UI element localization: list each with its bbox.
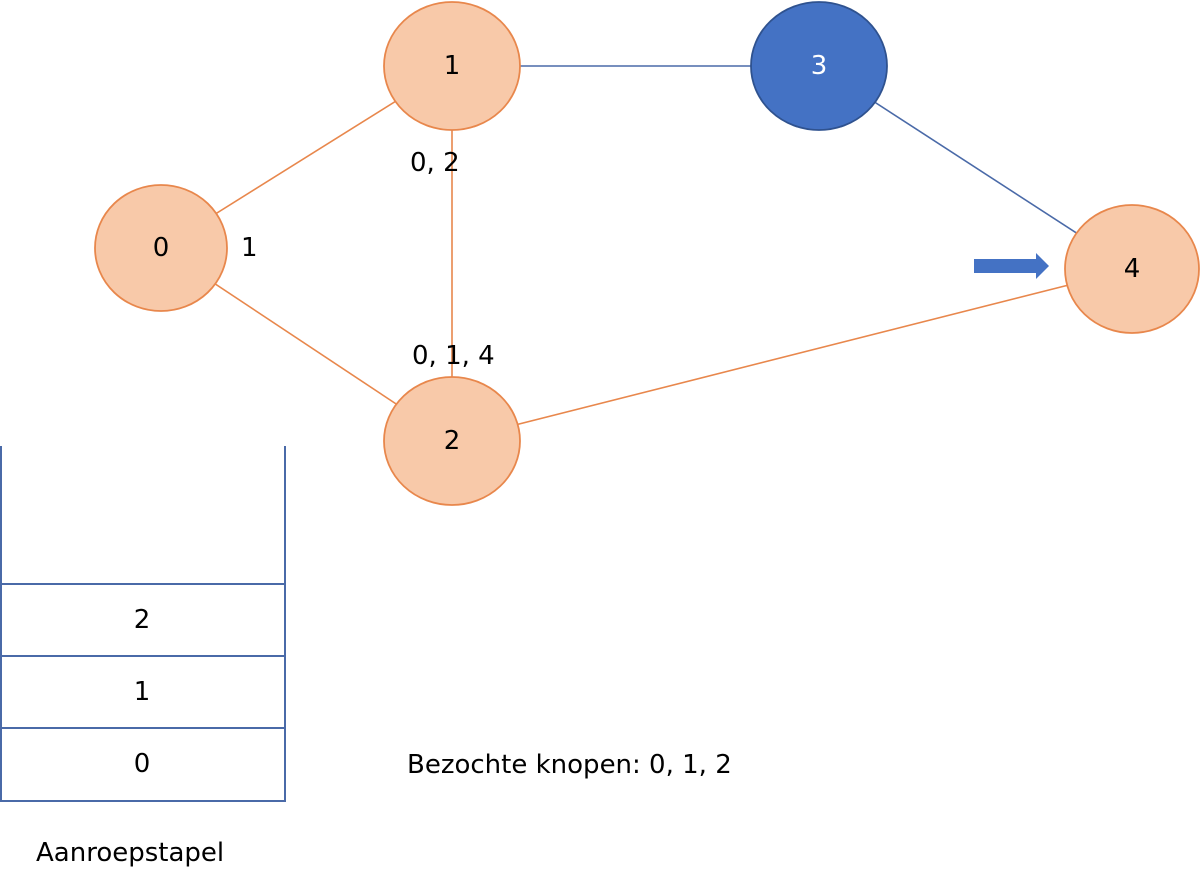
graph-node-circle [94, 184, 228, 312]
adjacency-label-node-1: 0, 2 [410, 148, 460, 178]
graph-node-label: 4 [1124, 254, 1141, 284]
adjacency-label-node-0: 1 [241, 233, 258, 263]
graph-node-4: 4 [1064, 204, 1200, 334]
graph-node-circle [750, 1, 888, 131]
graph-node-label: 1 [444, 51, 461, 81]
call-stack-bottom [0, 800, 286, 802]
graph-node-label: 2 [444, 426, 461, 456]
call-stack-item: 2 [0, 583, 284, 655]
visited-nodes-text: Bezochte knopen: 0, 1, 2 [407, 750, 732, 780]
call-stack-item: 1 [0, 655, 284, 727]
graph-node-circle [1064, 204, 1200, 334]
edge-2-4 [451, 268, 1133, 442]
graph-node-0: 0 [94, 184, 228, 312]
call-stack-caption: Aanroepstapel [36, 838, 225, 868]
graph-node-label: 3 [811, 51, 828, 81]
adjacency-label-node-2: 0, 1, 4 [412, 341, 495, 371]
graph-node-2: 2 [383, 376, 521, 506]
graph-node-label: 0 [153, 233, 170, 263]
graph-node-3: 3 [750, 1, 888, 131]
call-stack-left-wall [0, 446, 2, 802]
call-stack-item: 0 [0, 727, 284, 799]
current-node-arrow-icon [974, 253, 1049, 279]
graph-node-circle [383, 1, 521, 131]
call-stack: 2 1 0 [0, 446, 286, 802]
graph-node-circle [383, 376, 521, 506]
graph-diagram: 0 1 2 3 4 1 0, 2 0, 1, 4 [94, 1, 1200, 506]
call-stack-right-wall [284, 446, 286, 802]
graph-node-1: 1 [383, 1, 521, 131]
